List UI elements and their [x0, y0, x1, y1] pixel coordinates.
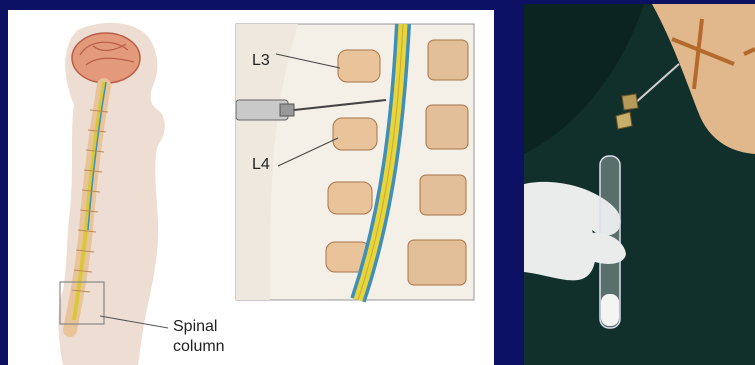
- magnified-inset: [236, 24, 474, 300]
- photo-scene: [524, 4, 755, 365]
- spinal-label-line1: Spinal: [173, 318, 217, 336]
- spine-illustration: [8, 10, 494, 365]
- spinal-label-line2: column: [173, 338, 225, 356]
- spine-illustration-panel: L3 L4 Spinal column: [8, 10, 494, 365]
- l3-label: L3: [252, 52, 270, 70]
- lumbar-puncture-photo: [524, 4, 755, 365]
- l4-label: L4: [252, 156, 270, 174]
